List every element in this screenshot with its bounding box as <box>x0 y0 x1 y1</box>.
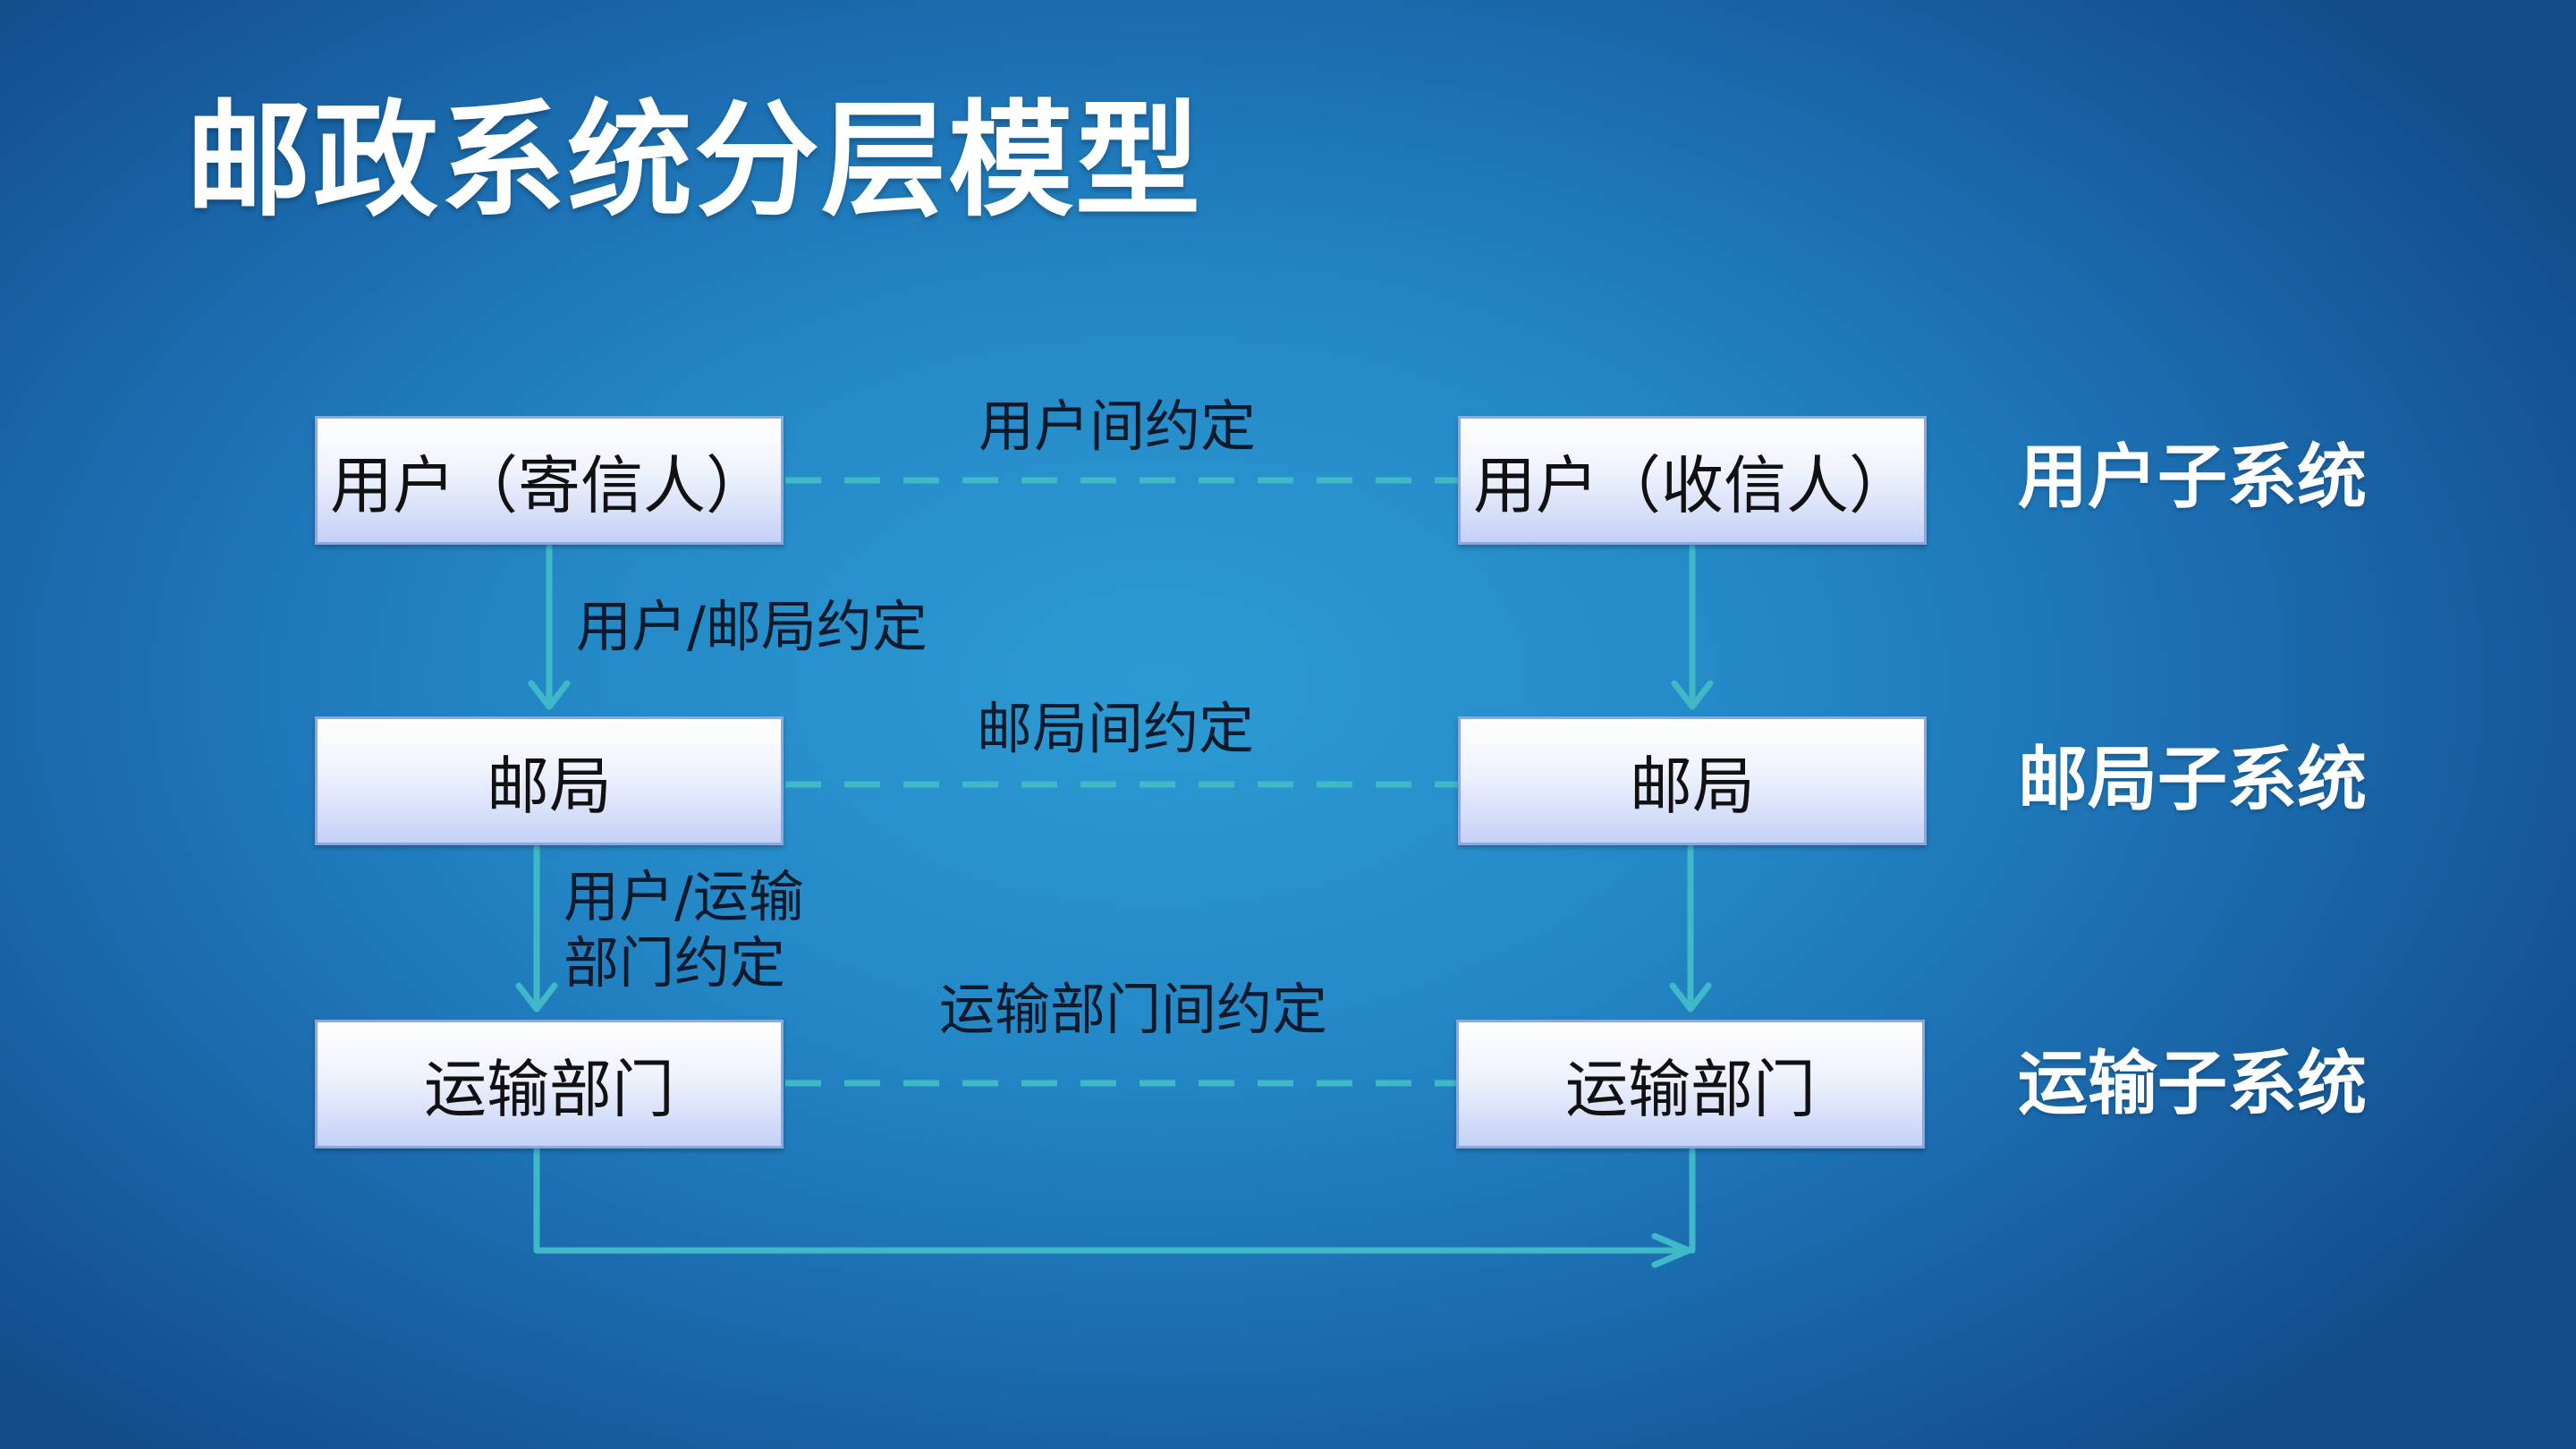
user-post-convention: 用户/邮局约定 <box>576 594 928 659</box>
transport-peer-convention: 运输部门间约定 <box>939 977 1328 1042</box>
sender-transport-label: 运输部门 <box>424 1052 674 1126</box>
sender-transport-box: 运输部门 <box>315 1020 784 1148</box>
receiver-post-office-box: 邮局 <box>1458 716 1927 845</box>
physical-path-arrowhead <box>1651 1233 1692 1268</box>
sender-post-office-label: 邮局 <box>487 749 612 823</box>
sender-arrowhead-1 <box>528 680 571 710</box>
receiver-user-box: 用户（收信人） <box>1458 416 1927 545</box>
receiver-post-office-label: 邮局 <box>1630 749 1755 823</box>
sender-user-box: 用户（寄信人） <box>315 416 784 545</box>
sender-arrowhead-2 <box>515 982 558 1013</box>
receiver-arrowhead-2 <box>1669 982 1712 1013</box>
sender-user-label: 用户（寄信人） <box>330 448 768 522</box>
user-subsystem-label: 用户子系统 <box>2018 437 2368 518</box>
user-peer-convention: 用户间约定 <box>979 394 1257 459</box>
receiver-transport-box: 运输部门 <box>1456 1020 1925 1148</box>
post-subsystem-label: 邮局子系统 <box>2018 740 2368 820</box>
slide-title: 邮政系统分层模型 <box>186 89 1203 234</box>
receiver-arrowhead-1 <box>1671 680 1714 710</box>
receiver-user-label: 用户（收信人） <box>1473 448 1911 522</box>
receiver-transport-label: 运输部门 <box>1565 1052 1816 1126</box>
physical-path-line <box>533 1147 1692 1254</box>
sender-post-office-box: 邮局 <box>315 716 784 845</box>
transport-subsystem-label: 运输子系统 <box>2018 1044 2368 1124</box>
user-transport-convention-line2: 部门约定 <box>564 930 786 996</box>
user-transport-convention-line1: 用户/运输 <box>564 864 804 929</box>
post-peer-convention: 邮局间约定 <box>977 696 1255 761</box>
